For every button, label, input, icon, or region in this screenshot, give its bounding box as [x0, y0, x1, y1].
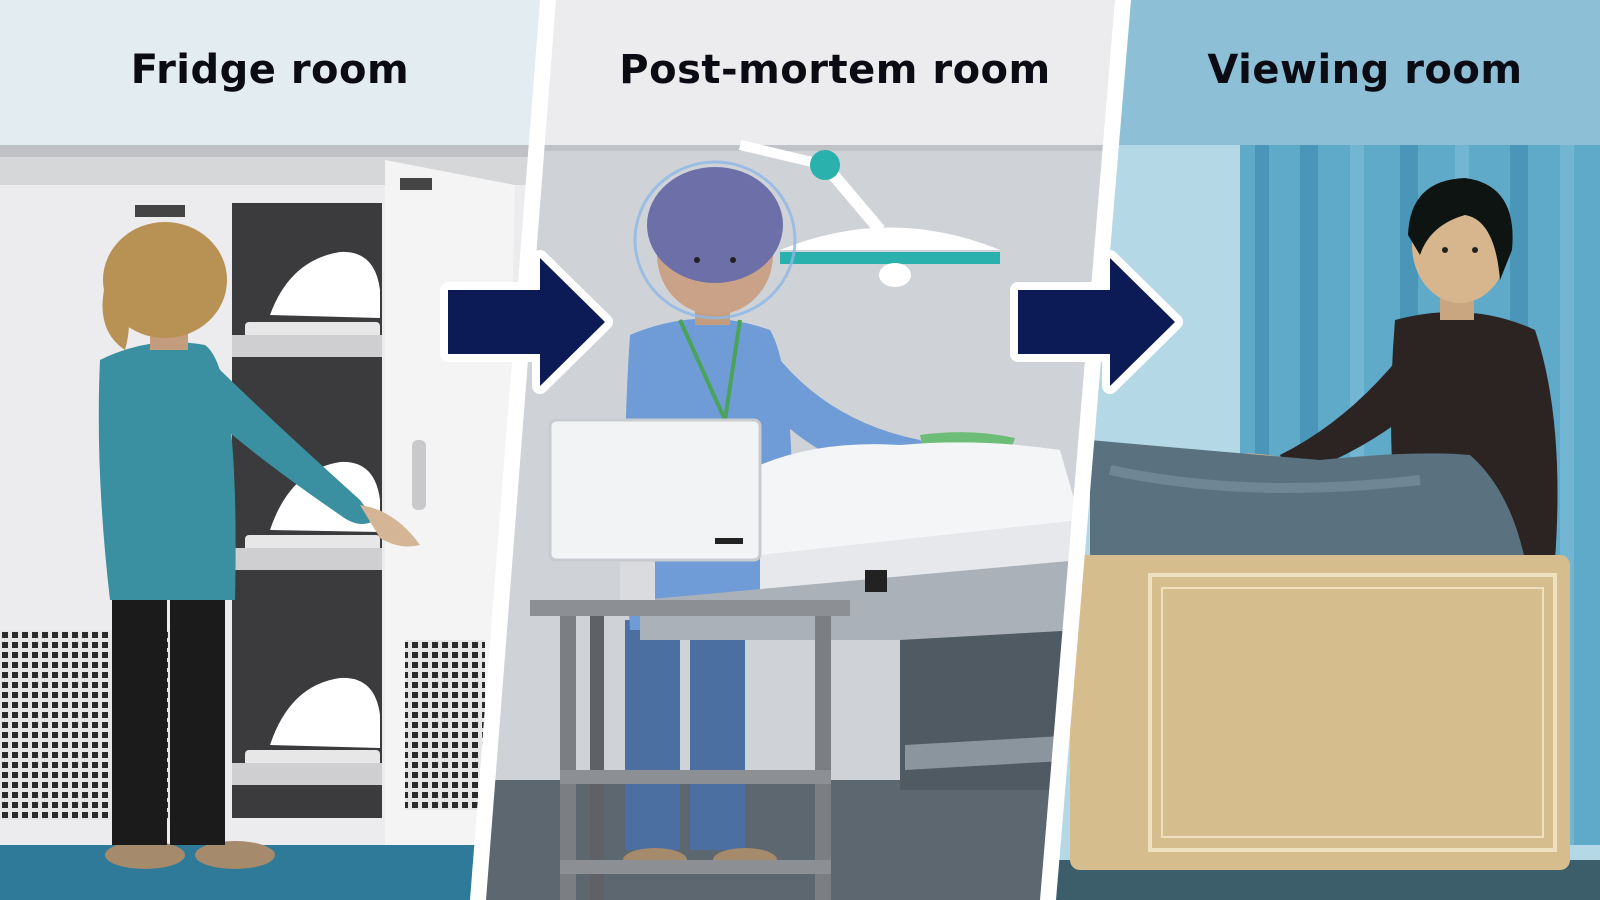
fridge-technician — [98, 222, 420, 869]
body-shroud — [1090, 440, 1525, 565]
computer-cart — [530, 418, 850, 900]
postmortem-floor — [475, 780, 1120, 900]
postmortem-room-title: Post-mortem room — [619, 47, 1051, 93]
fridge-tray-top — [232, 251, 382, 357]
divider-right — [1040, 0, 1131, 900]
fridge-room-panel — [0, 0, 545, 900]
postmortem-header-band — [475, 0, 1120, 145]
fridge-tray-bottom — [232, 677, 382, 785]
arrow-fridge-to-postmortem — [440, 250, 613, 394]
fridge-room-title: Fridge room — [130, 47, 410, 93]
casket — [1070, 555, 1570, 870]
fridge-tray-middle — [232, 461, 382, 570]
surgical-lamp — [738, 140, 1000, 287]
postmortem-room-panel — [475, 0, 1120, 900]
viewing-room-title: Viewing room — [1207, 47, 1523, 93]
viewing-header-band — [1045, 0, 1600, 145]
door-handle — [412, 440, 426, 510]
divider-left — [470, 0, 556, 900]
viewing-room-panel — [1045, 0, 1600, 900]
autopsy-table — [640, 442, 1080, 790]
fridge-header-band — [0, 0, 545, 145]
computer-monitor — [548, 418, 762, 562]
arrow-postmortem-to-viewing — [1010, 250, 1183, 394]
